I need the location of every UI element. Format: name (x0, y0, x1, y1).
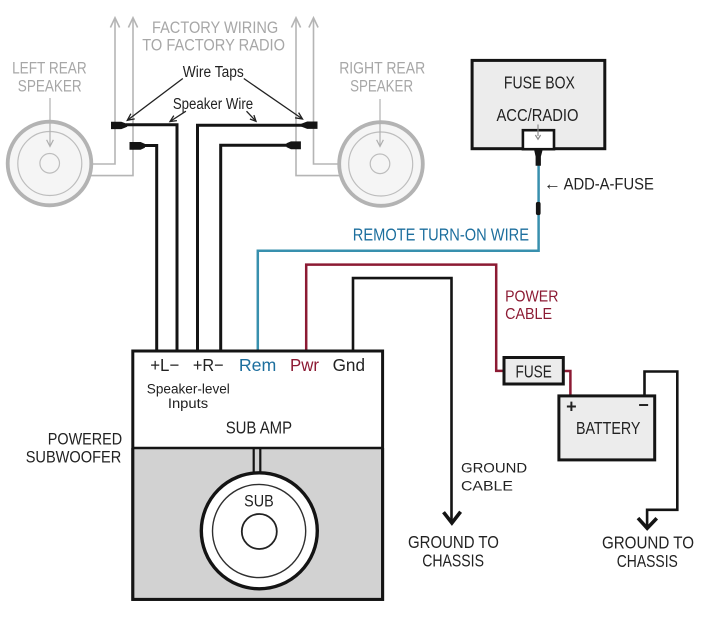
svg-text:FACTORY WIRING: FACTORY WIRING (152, 19, 278, 37)
svg-text:CABLE: CABLE (461, 478, 513, 493)
svg-text:CHASSIS: CHASSIS (617, 551, 678, 571)
svg-text:GROUND TO: GROUND TO (602, 533, 694, 553)
svg-text:POWER: POWER (505, 289, 558, 306)
svg-text:GROUND TO: GROUND TO (408, 532, 499, 552)
svg-text:TO FACTORY RADIO: TO FACTORY RADIO (142, 37, 285, 55)
svg-text:FUSE BOX: FUSE BOX (504, 72, 575, 92)
svg-text:RIGHT REAR: RIGHT REAR (339, 59, 425, 77)
svg-text:CABLE: CABLE (505, 306, 552, 323)
svg-text:Rem: Rem (239, 355, 277, 375)
svg-text:SPEAKER: SPEAKER (350, 78, 413, 96)
svg-text:Pwr: Pwr (290, 355, 319, 375)
svg-text:LEFT REAR: LEFT REAR (12, 59, 87, 77)
svg-text:Speaker Wire: Speaker Wire (173, 96, 253, 113)
svg-text:ADD-A-FUSE: ADD-A-FUSE (564, 176, 654, 194)
svg-text:←: ← (544, 174, 561, 194)
svg-text:Inputs: Inputs (168, 396, 208, 412)
svg-text:+R−: +R− (193, 355, 224, 375)
svg-text:SPEAKER: SPEAKER (18, 78, 82, 96)
svg-text:Speaker-level: Speaker-level (147, 382, 230, 398)
svg-text:−: − (638, 395, 649, 415)
svg-text:SUB AMP: SUB AMP (226, 418, 292, 438)
svg-text:GROUND: GROUND (461, 460, 527, 475)
svg-text:Gnd: Gnd (333, 355, 365, 375)
svg-text:SUB: SUB (244, 491, 274, 510)
svg-text:+L−: +L− (150, 355, 179, 375)
svg-text:SUBWOOFER: SUBWOOFER (26, 448, 122, 467)
svg-text:+: + (566, 396, 577, 416)
svg-text:CHASSIS: CHASSIS (422, 551, 484, 571)
svg-text:FUSE: FUSE (516, 361, 552, 381)
svg-text:POWERED: POWERED (48, 430, 122, 449)
svg-text:Wire Taps: Wire Taps (183, 64, 244, 81)
svg-text:BATTERY: BATTERY (576, 418, 641, 438)
svg-text:ACC/RADIO: ACC/RADIO (496, 105, 578, 125)
svg-text:REMOTE TURN-ON WIRE: REMOTE TURN-ON WIRE (353, 225, 529, 245)
